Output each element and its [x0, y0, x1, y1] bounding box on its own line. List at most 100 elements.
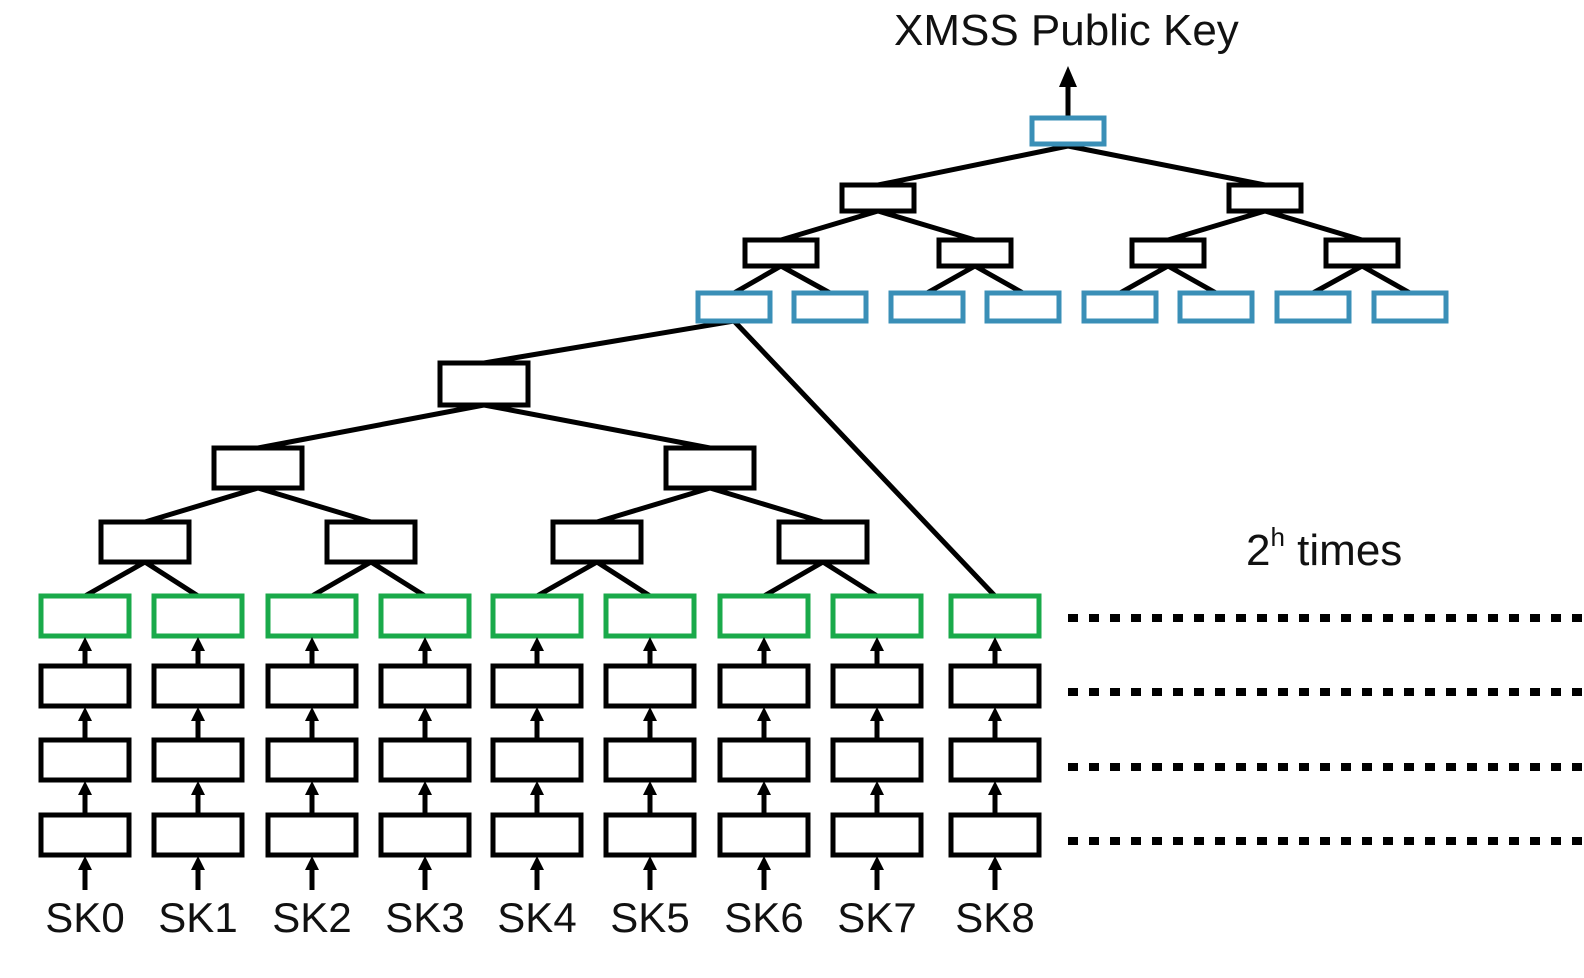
chain-node-8-0: [948, 663, 1042, 709]
subtree-node-l2-1: [324, 519, 418, 565]
chain-arrow-1-top-head: [191, 637, 205, 651]
chain-arrow-0-top-head: [78, 637, 92, 651]
secret-key-label-8: SK8: [955, 894, 1034, 941]
lower-edge-l2-2: [310, 559, 373, 599]
public-key-arrow-head: [1059, 66, 1077, 87]
ots-root-node-0: [38, 593, 132, 639]
chain-arrow-3-low-head: [418, 781, 432, 795]
secret-key-label-4: SK4: [497, 894, 576, 941]
upper-tree-node-l2-3: [1323, 237, 1401, 269]
lower-edge-l1-1: [257, 485, 372, 525]
upper-edge-l2-0: [732, 263, 783, 296]
chain-node-4-2: [490, 812, 584, 858]
upper-tree-leaf-1: [791, 290, 869, 324]
chain-arrow-1-mid-head: [191, 707, 205, 721]
xmss-public-key-title: XMSS Public Key: [894, 6, 1239, 55]
chain-node-0-2: [38, 812, 132, 858]
chain-node-5-2: [603, 812, 697, 858]
upper-tree-node-l2-0: [742, 237, 820, 269]
chain-node-7-0: [830, 663, 924, 709]
upper-tree-leaf-5: [1177, 290, 1255, 324]
chain-arrow-2-top-head: [305, 637, 319, 651]
secret-key-label-2: SK2: [272, 894, 351, 941]
lower-edge-l2-0: [83, 559, 147, 599]
secret-key-label-5: SK5: [610, 894, 689, 941]
chain-arrow-4-input-head: [530, 856, 544, 870]
chain-arrow-1-low-head: [191, 781, 205, 795]
lower-edge-l1-2: [596, 485, 711, 525]
chain-node-7-1: [830, 737, 924, 783]
repeat-count-label: 2h times: [1246, 522, 1403, 576]
chain-node-8-2: [948, 812, 1042, 858]
upper-tree-leaf-3: [984, 290, 1062, 324]
upper-edge-l2-3: [973, 263, 1025, 296]
secret-key-label-3: SK3: [385, 894, 464, 941]
lower-edge-root-0: [257, 402, 485, 451]
chain-arrow-1-input-head: [191, 856, 205, 870]
lower-edge-l2-1: [143, 559, 200, 599]
ots-root-node-2: [265, 593, 359, 639]
upper-edge-l1-3: [1264, 208, 1363, 243]
chain-arrow-8-mid-head: [988, 707, 1002, 721]
ots-root-node-4: [490, 593, 584, 639]
chain-node-4-1: [490, 737, 584, 783]
upper-edge-l1-0: [780, 208, 879, 243]
chain-arrow-7-mid-head: [870, 707, 884, 721]
upper-edge-l1-2: [1167, 208, 1266, 243]
chain-arrow-6-low-head: [757, 781, 771, 795]
upper-edge-l2-4: [1118, 263, 1170, 296]
chain-arrow-8-top-head: [988, 637, 1002, 651]
ots-root-node-1: [151, 593, 245, 639]
chain-node-1-0: [151, 663, 245, 709]
subtree-node-l2-2: [550, 519, 644, 565]
repeat-suffix: times: [1284, 526, 1403, 575]
chain-arrow-0-input-head: [78, 856, 92, 870]
lower-edge-l2-6: [762, 559, 825, 599]
chain-node-5-1: [603, 737, 697, 783]
chain-arrow-4-top-head: [530, 637, 544, 651]
upper-tree-leaf-6: [1274, 290, 1352, 324]
chain-arrow-2-mid-head: [305, 707, 319, 721]
repeat-base: 2: [1246, 526, 1271, 575]
chain-arrow-4-low-head: [530, 781, 544, 795]
chain-node-6-0: [717, 663, 811, 709]
upper-edge-l2-2: [925, 263, 977, 296]
ots-root-node-6: [717, 593, 811, 639]
chain-arrow-8-input-head: [988, 856, 1002, 870]
chain-node-3-0: [378, 663, 472, 709]
chain-arrow-5-top-head: [643, 637, 657, 651]
upper-tree-node-l1-0: [839, 182, 917, 214]
chain-node-0-0: [38, 663, 132, 709]
chain-node-6-1: [717, 737, 811, 783]
repeat-exponent: h: [1270, 522, 1285, 552]
chain-arrow-7-top-head: [870, 637, 884, 651]
ots-root-node-3: [378, 593, 472, 639]
upper-tree-node-l1-1: [1226, 182, 1304, 214]
secret-key-label-0: SK0: [45, 894, 124, 941]
chain-node-3-2: [378, 812, 472, 858]
chain-arrow-4-mid-head: [530, 707, 544, 721]
subtree-root-node: [437, 360, 531, 408]
upper-edge-l2-1: [779, 263, 832, 296]
chain-arrow-5-input-head: [643, 856, 657, 870]
chain-node-7-2: [830, 812, 924, 858]
secret-key-label-7: SK7: [837, 894, 916, 941]
chain-node-5-0: [603, 663, 697, 709]
upper-edge-root-1: [1067, 143, 1266, 188]
upper-edge-l2-7: [1360, 263, 1412, 296]
upper-tree-root-node: [1029, 115, 1107, 147]
chain-arrow-3-mid-head: [418, 707, 432, 721]
chain-node-2-1: [265, 737, 359, 783]
subtree-node-l2-3: [776, 519, 870, 565]
chain-arrow-8-low-head: [988, 781, 1002, 795]
upper-tree-leaf-7: [1371, 290, 1449, 324]
chain-node-6-2: [717, 812, 811, 858]
link-sk8-chain: [732, 319, 997, 598]
chain-arrow-2-low-head: [305, 781, 319, 795]
chain-arrow-6-input-head: [757, 856, 771, 870]
upper-edge-root-0: [877, 143, 1069, 188]
upper-edge-l2-6: [1311, 263, 1364, 296]
lower-edge-l2-5: [595, 559, 652, 599]
chain-arrow-3-input-head: [418, 856, 432, 870]
upper-edge-l1-1: [877, 208, 976, 243]
